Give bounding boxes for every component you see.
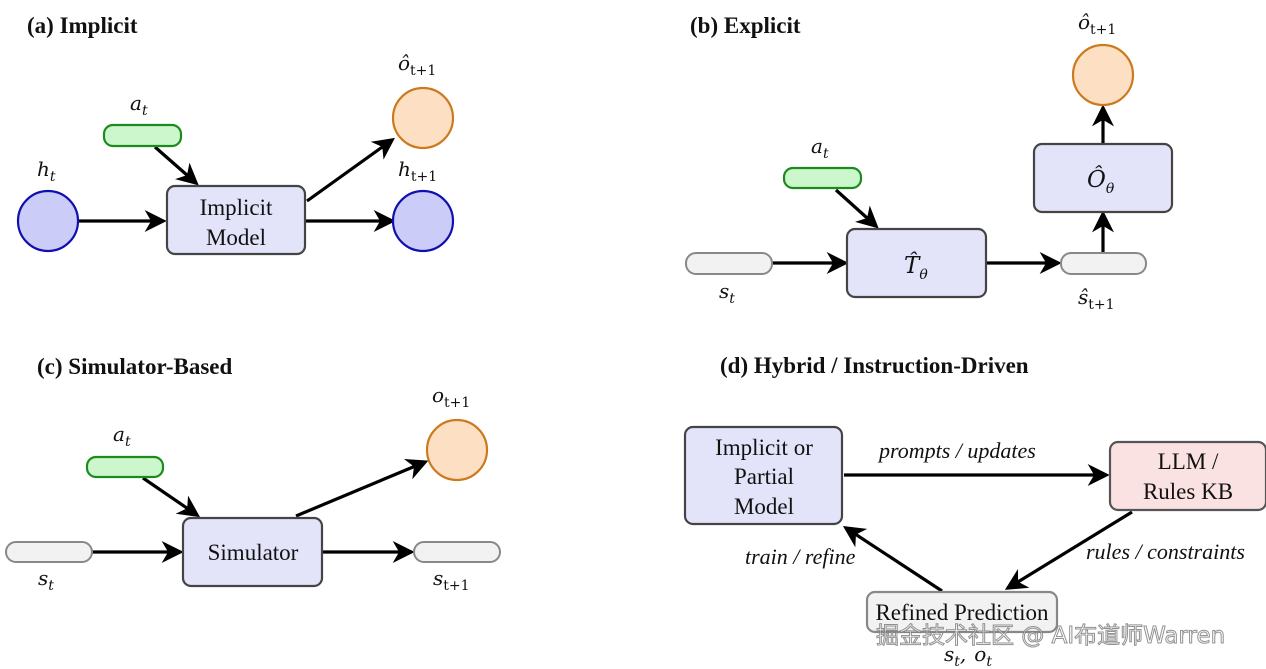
label-st: st: [38, 566, 54, 594]
panel-title-hybrid: (d) Hybrid / Instruction-Driven: [720, 353, 1029, 378]
implicit-model-box: [165, 184, 307, 256]
arrow-at-to-transition: [834, 188, 879, 229]
simulator-box: [181, 516, 324, 588]
transition-model-label: T̂θ: [904, 253, 928, 283]
panel-explicit: (b) Explicit st at T̂θ ŝt+1 Ôθ ôt+1: [685, 10, 1174, 313]
transition-model-box: [845, 227, 988, 299]
label-ht1: ht+1: [398, 157, 437, 185]
state-node-st1: [413, 541, 501, 563]
state-node-shat-t1: [1060, 252, 1147, 275]
label-at: at: [811, 134, 829, 162]
label-ohat-t1: ôt+1: [1078, 10, 1116, 38]
refined-prediction-box: [865, 590, 1059, 634]
action-node-at: [85, 455, 165, 479]
watermark-text: 掘金技术社区 @ AI布道师Warren: [876, 623, 1225, 649]
edge-label-rules-constraints: rules / constraints: [1086, 539, 1245, 564]
model-label-line3: Model: [734, 494, 794, 519]
label-shat-t1: ŝt+1: [1078, 285, 1115, 313]
panel-hybrid: (d) Hybrid / Instruction-Driven prompts …: [683, 353, 1266, 669]
arrow-prediction-to-model: [842, 525, 943, 593]
model-label-line1: Implicit or: [715, 435, 813, 460]
implicit-model-label-line1: Implicit: [200, 195, 273, 220]
state-node-st: [685, 252, 773, 275]
observation-model-box: [1032, 142, 1174, 214]
label-ht: ht: [37, 157, 56, 185]
label-at: at: [113, 422, 131, 450]
edge-label-train-refine: train / refine: [745, 544, 856, 569]
observation-node-ot1: [391, 86, 455, 150]
observation-node-ohat-t1: [1071, 43, 1135, 107]
arrow-simulator-to-obs: [295, 458, 429, 518]
panel-title-implicit: (a) Implicit: [27, 13, 138, 38]
llm-rules-kb-box: [1108, 440, 1266, 512]
implicit-partial-model-box: [683, 425, 844, 526]
hidden-state-node-ht: [16, 189, 80, 253]
refined-prediction-sublabel: st,ot: [944, 642, 992, 669]
action-node-at: [102, 123, 183, 148]
label-ot1-hat: ôt+1: [398, 51, 436, 79]
panel-title-simulator: (c) Simulator-Based: [37, 354, 232, 379]
action-node-at: [782, 166, 863, 190]
refined-prediction-label: Refined Prediction: [875, 600, 1049, 625]
label-st: st: [719, 279, 735, 307]
llm-label-line1: LLM /: [1158, 449, 1219, 474]
arrow-at-to-simulator: [142, 476, 201, 518]
model-label-line2: Partial: [734, 464, 794, 489]
implicit-model-label-line2: Model: [206, 225, 266, 250]
llm-label-line2: Rules KB: [1143, 479, 1233, 504]
arrow-model-to-obs: [306, 137, 395, 203]
observation-model-label: Ôθ: [1087, 166, 1115, 197]
hidden-state-node-ht1: [391, 189, 455, 253]
state-node-st: [5, 541, 93, 563]
label-at: at: [130, 91, 148, 119]
panel-simulator: (c) Simulator-Based st at Simulator ot+1…: [5, 354, 501, 594]
arrow-at-to-model: [153, 145, 199, 186]
panel-title-explicit: (b) Explicit: [690, 13, 801, 38]
edge-label-prompts-updates: prompts / updates: [877, 438, 1036, 463]
observation-node-ot1: [425, 418, 489, 482]
panel-implicit: (a) Implicit ht at Implicit Model ôt+1 h…: [16, 13, 455, 256]
arrow-llm-to-prediction: [1004, 510, 1133, 590]
simulator-label: Simulator: [208, 540, 299, 565]
label-st1: st+1: [433, 566, 470, 594]
label-ot1: ot+1: [432, 383, 470, 411]
